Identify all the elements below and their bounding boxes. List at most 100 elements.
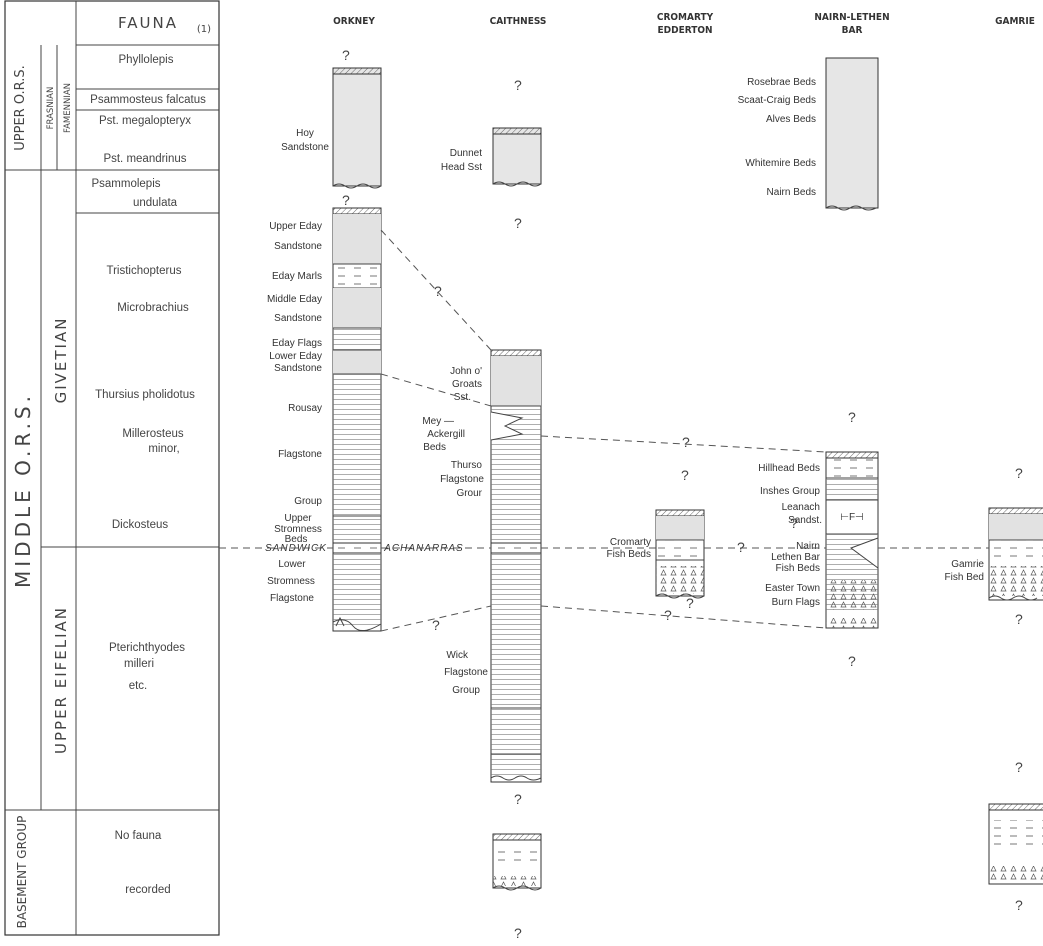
nairn-fish-beds-label-2: Lethen Bar (771, 552, 821, 563)
orkney-stromness-label: Stromness (274, 524, 322, 535)
fauna-pterichthyodes: Pterichthyodes (109, 642, 185, 654)
caithness-wick-label-2: Flagstone (444, 667, 488, 678)
cromarty-top-uncertain: ? (681, 467, 689, 483)
nairn-column (825, 57, 879, 629)
correlation-eday-uncertain: ? (434, 283, 442, 299)
column-title-caithness: CAITHNESS (490, 16, 547, 27)
gamrie-lower-base-uncertain: ? (1015, 897, 1023, 913)
nairn-whitemire-label: Whitemire Beds (745, 158, 816, 169)
nairn-base-uncertain: ? (848, 653, 856, 669)
gamrie-column (988, 507, 1043, 885)
orkney-top-uncertain: ? (342, 47, 350, 63)
nairn-easter-town-label: Easter Town (765, 583, 820, 594)
fauna-no-fauna: No fauna (115, 830, 162, 842)
orkney-lower-stromness-label-3: Flagstone (270, 593, 314, 604)
cromarty-base-uncertain: ? (686, 595, 694, 611)
orkney-lower-stromness-label-2: Stromness (267, 576, 315, 587)
caithness-dunnet-label-2: Head Sst (441, 162, 482, 173)
fauna-table: FAUNA (1) UPPER O.R.S. FRASNIAN FAMENNIA… (4, 0, 220, 936)
orkney-upper-eday-label-2: Sandstone (274, 241, 322, 252)
fauna-microbrachius: Microbrachius (117, 302, 189, 314)
stage-upper-eifelian: UPPER EIFELIAN (52, 606, 70, 754)
nairn-rosebrae-label: Rosebrae Beds (747, 77, 816, 88)
stage-frasnian: FRASNIAN (46, 87, 56, 130)
caithness-mey-label-2: Ackergill (427, 429, 465, 440)
fauna-psammosteus-falcatus: Psammosteus falcatus (90, 94, 206, 106)
caithness-column (490, 127, 542, 891)
caithness-wick-label-3: Group (452, 685, 480, 696)
fauna-pst-megalopteryx: Pst. megalopteryx (99, 115, 191, 127)
orkney-lower-eday-label-2: Sandstone (274, 363, 322, 374)
cromarty-fish-beds-label-2: Fish Beds (607, 549, 651, 560)
orkney-hoy-label-2: Sandstone (281, 142, 329, 153)
nairn-fish-marker: ⊢F⊣ (840, 512, 864, 523)
caithness-bottom-uncertain: ? (514, 925, 522, 941)
caithness-mey-label-3: Beds (423, 442, 446, 453)
column-title-nairn: NAIRN-LETHEN (814, 12, 889, 23)
caithness-mey-label: Mey — (422, 416, 454, 427)
caithness-wick-label: Wick (446, 650, 469, 661)
stage-famennian: FAMENNIAN (63, 83, 73, 133)
epoch-upper-ors: UPPER O.R.S. (13, 65, 28, 151)
orkney-column (332, 67, 382, 632)
correlation-leanach-uncertain: ? (790, 515, 798, 531)
column-title-gamrie: GAMRIE (995, 16, 1035, 27)
nairn-inshes-label: Inshes Group (760, 486, 820, 497)
gamrie-lower-top-uncertain: ? (1015, 759, 1023, 775)
nairn-easter-town-label-2: Burn Flags (772, 597, 820, 608)
caithness-dunnet-base-uncertain: ? (514, 215, 522, 231)
orkney-lower-stromness-label: Lower (278, 559, 306, 570)
column-title-cromarty: CROMARTY (657, 12, 714, 23)
orkney-hoy-label: Hoy (296, 128, 314, 139)
caithness-thurso-label-3: Grour (456, 488, 482, 499)
caithness-thurso-label: Thurso (451, 460, 483, 471)
caithness-basement-top-uncertain: ? (514, 791, 522, 807)
orkney-hoy-base-uncertain: ? (342, 192, 350, 208)
correlation-mey-uncertain: ? (682, 434, 690, 450)
nairn-top-uncertain: ? (848, 409, 856, 425)
orkney-eday-flags-label: Eday Flags (272, 338, 322, 349)
orkney-flagstone-label: Flagstone (278, 449, 322, 460)
stage-givetian: GIVETIAN (52, 317, 70, 404)
fauna-phyllolepis: Phyllolepis (119, 54, 174, 66)
epoch-basement-group: BASEMENT GROUP (15, 816, 29, 929)
orkney-lower-eday-label: Lower Eday (269, 351, 322, 362)
nairn-fish-beds-label: Nairn (796, 541, 820, 552)
fauna-pterichthyodes-milleri: milleri (124, 658, 154, 670)
nairn-hillhead-label: Hillhead Beds (758, 463, 820, 474)
caithness-johno-label: John o' (450, 366, 482, 377)
nairn-leanach-label-2: Sandst. (788, 515, 822, 526)
cromarty-column (655, 509, 705, 599)
nairn-fish-beds-label-3: Fish Beds (776, 563, 820, 574)
orkney-group-label: Group (294, 496, 322, 507)
fauna-psammolepis-undulata: undulata (133, 197, 178, 209)
gamrie-fish-bed-label: Gamrie (951, 559, 984, 570)
fauna-thursius-pholidotus: Thursius pholidotus (95, 389, 195, 401)
column-title-edderton: EDDERTON (657, 25, 712, 36)
caithness-top-uncertain: ? (514, 77, 522, 93)
gamrie-fish-bed-label-2: Fish Bed (945, 572, 984, 583)
caithness-thurso-label-2: Flagstone (440, 474, 484, 485)
nairn-scaat-craig-label: Scaat-Craig Beds (738, 95, 816, 106)
gamrie-top-uncertain: ? (1015, 465, 1023, 481)
caithness-dunnet-label: Dunnet (450, 148, 482, 159)
orkney-upper-label: Upper (284, 513, 312, 524)
fauna-pst-meandrinus: Pst. meandrinus (103, 153, 186, 165)
fauna-etc: etc. (129, 680, 148, 692)
gamrie-base-uncertain: ? (1015, 611, 1023, 627)
orkney-upper-eday-label: Upper Eday (269, 221, 322, 232)
fauna-header-note: (1) (197, 24, 211, 35)
caithness-johno-label-2: Groats (452, 379, 482, 390)
fauna-recorded: recorded (125, 884, 170, 896)
epoch-middle-ors: MIDDLE O.R.S. (11, 392, 35, 588)
orkney-beds-label: Beds (285, 534, 308, 545)
nairn-alves-label: Alves Beds (766, 114, 816, 125)
correlation-lines (219, 229, 989, 632)
fauna-psammolepis: Psammolepis (91, 178, 160, 190)
column-title-orkney: ORKNEY (333, 16, 375, 27)
nairn-beds-label: Nairn Beds (767, 187, 816, 198)
correlation-lower-uncertain: ? (432, 617, 440, 633)
cromarty-fish-beds-label: Cromarty (610, 537, 651, 548)
orkney-middle-eday-label-2: Sandstone (274, 313, 322, 324)
